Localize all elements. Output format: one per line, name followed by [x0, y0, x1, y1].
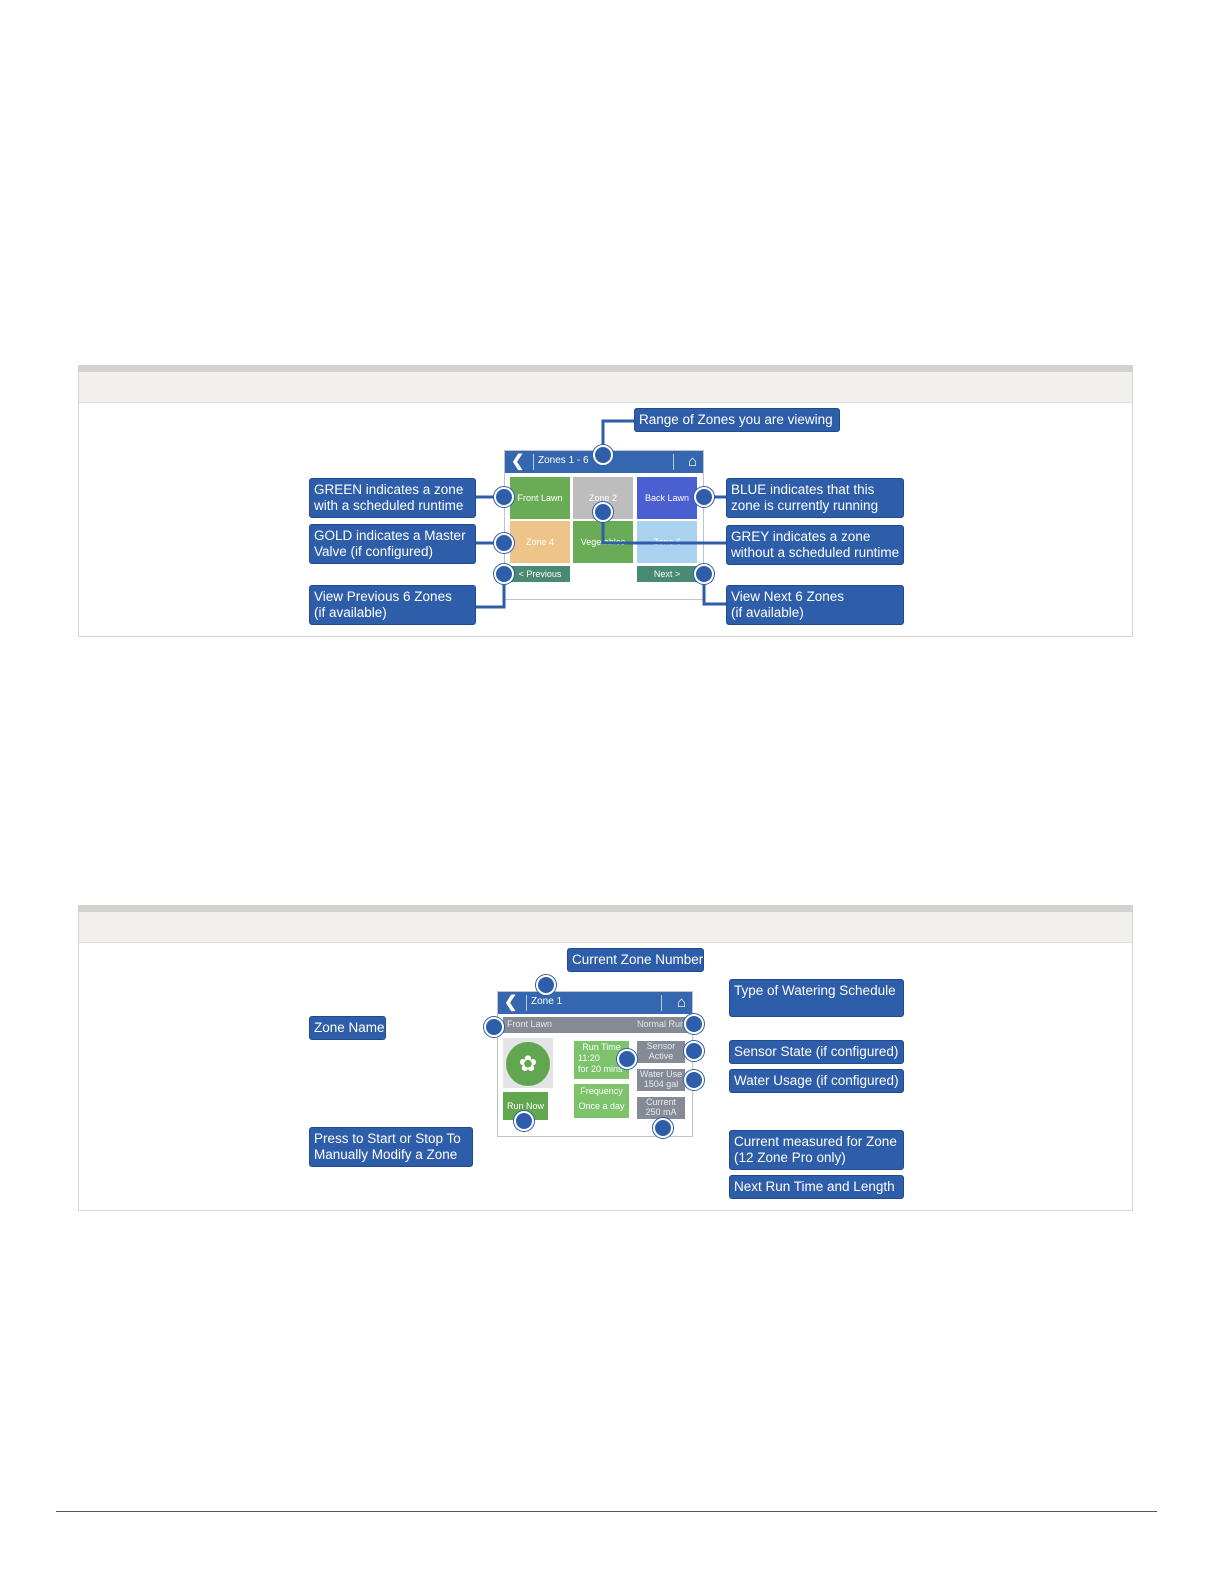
chevron-left-icon[interactable]: ❮	[511, 453, 525, 470]
callout-line: without a scheduled runtime	[731, 545, 900, 560]
zone-tile-1[interactable]: Front Lawn	[510, 477, 570, 519]
screen-title-bar: ❮ Zone 1 ⌂	[498, 992, 692, 1014]
current-value: 250 mA	[645, 1107, 677, 1117]
frequency-label: Frequency	[580, 1086, 623, 1096]
callout-line: View Previous 6 Zones	[314, 589, 452, 604]
callout-dot	[617, 1049, 637, 1069]
zone-tile-4[interactable]: Zone 4	[510, 521, 570, 563]
callout-line: Current measured for Zone	[734, 1134, 897, 1149]
zone-name-bar: Front Lawn Normal Run	[503, 1017, 689, 1033]
zone-tile-3[interactable]: Back Lawn	[637, 477, 697, 519]
run-time-box[interactable]: Run Time 11:20 for 20 mins	[574, 1041, 629, 1079]
next-button[interactable]: Next >	[637, 566, 697, 582]
current-label: Current	[645, 1097, 676, 1107]
water-use-label: Water Use	[639, 1069, 683, 1079]
divider	[526, 995, 527, 1011]
callout-schedule-type: Type of Watering Schedule	[729, 979, 904, 1017]
callout-line: Valve (if configured)	[314, 544, 434, 559]
callout-dot	[684, 1014, 704, 1034]
run-time-length: for 20 mins	[578, 1064, 623, 1074]
sensor-value: Active	[648, 1051, 674, 1061]
callout-line: View Next 6 Zones	[731, 589, 845, 604]
zones-screen: ❮ Zones 1 - 6 ⌂ Front Lawn Zone 2 Back L…	[504, 450, 704, 600]
zone-tile-5[interactable]: Vegetables	[573, 521, 633, 563]
callout-range: Range of Zones you are viewing	[634, 408, 840, 432]
panel-top-rule	[78, 905, 1133, 912]
callout-sensor-state: Sensor State (if configured)	[729, 1040, 904, 1064]
sensor-box: Sensor Active	[637, 1041, 685, 1063]
schedule-type: Normal Run	[636, 1019, 685, 1029]
zone-name: Front Lawn	[507, 1019, 553, 1029]
sensor-label: Sensor	[646, 1041, 676, 1051]
callout-line: Press to Start or Stop To	[314, 1131, 461, 1146]
home-icon[interactable]: ⌂	[676, 994, 686, 1011]
callout-line: GREY indicates a zone	[731, 529, 871, 544]
callout-line: Manually Modify a Zone	[314, 1147, 458, 1162]
previous-button[interactable]: < Previous	[510, 566, 570, 582]
leaf-panel: ✿	[503, 1038, 553, 1088]
callout-dot	[694, 487, 714, 507]
callout-line: zone is currently running	[731, 498, 879, 513]
chevron-left-icon[interactable]: ❮	[504, 994, 518, 1011]
callout-dot	[653, 1118, 673, 1138]
run-time-value: 11:20	[578, 1053, 600, 1063]
frequency-value: Once a day	[578, 1101, 625, 1111]
callout-water-usage: Water Usage (if configured)	[729, 1069, 904, 1093]
callout-next-run: Next Run Time and Length	[729, 1175, 904, 1199]
callout-current: Current measured for Zone (12 Zone Pro o…	[729, 1130, 904, 1170]
callout-dot	[514, 1111, 534, 1131]
callout-dot	[684, 1041, 704, 1061]
home-icon[interactable]: ⌂	[687, 453, 697, 470]
panel-header	[79, 372, 1132, 403]
callout-blue: BLUE indicates that this zone is current…	[726, 478, 904, 518]
callout-dot	[593, 502, 613, 522]
callout-dot	[484, 1017, 504, 1037]
divider	[673, 454, 674, 470]
footer-rule	[56, 1511, 1157, 1512]
callout-dot	[694, 564, 714, 584]
zones-range-title: Zones 1 - 6	[538, 455, 589, 466]
run-time-label: Run Time	[582, 1042, 621, 1052]
callout-line: (if available)	[314, 605, 387, 620]
callout-line: (if available)	[731, 605, 804, 620]
water-use-value: 1504 gal	[643, 1079, 679, 1089]
callout-green: GREEN indicates a zone with a scheduled …	[309, 478, 476, 518]
zone-number-title: Zone 1	[531, 996, 563, 1007]
callout-dot	[494, 487, 514, 507]
callout-line: (12 Zone Pro only)	[734, 1150, 846, 1165]
divider	[533, 454, 534, 470]
callout-zone-number: Current Zone Number	[567, 948, 704, 972]
callout-line: GOLD indicates a Master	[314, 528, 466, 543]
callout-dot	[684, 1070, 704, 1090]
panel-header	[79, 912, 1132, 943]
callout-dot	[494, 564, 514, 584]
callout-run-now: Press to Start or Stop To Manually Modif…	[309, 1127, 473, 1167]
water-use-box: Water Use 1504 gal	[637, 1069, 685, 1091]
zone-tile-6[interactable]: Zone 6	[637, 521, 697, 563]
callout-dot	[494, 533, 514, 553]
callout-previous: View Previous 6 Zones (if available)	[309, 585, 476, 625]
callout-grey: GREY indicates a zone without a schedule…	[726, 525, 904, 565]
callout-zone-name: Zone Name	[309, 1016, 386, 1040]
callout-dot	[536, 975, 556, 995]
panel-top-rule	[78, 365, 1133, 372]
divider	[661, 995, 662, 1011]
callout-gold: GOLD indicates a Master Valve (if config…	[309, 524, 476, 564]
callout-dot	[593, 445, 613, 465]
callout-line: with a scheduled runtime	[314, 498, 464, 513]
callout-next: View Next 6 Zones (if available)	[726, 585, 904, 625]
leaf-icon: ✿	[506, 1042, 550, 1086]
callout-line: BLUE indicates that this	[731, 482, 875, 497]
current-box: Current 250 mA	[637, 1097, 685, 1119]
callout-line: GREEN indicates a zone	[314, 482, 464, 497]
frequency-box[interactable]: Frequency Once a day	[574, 1084, 629, 1118]
